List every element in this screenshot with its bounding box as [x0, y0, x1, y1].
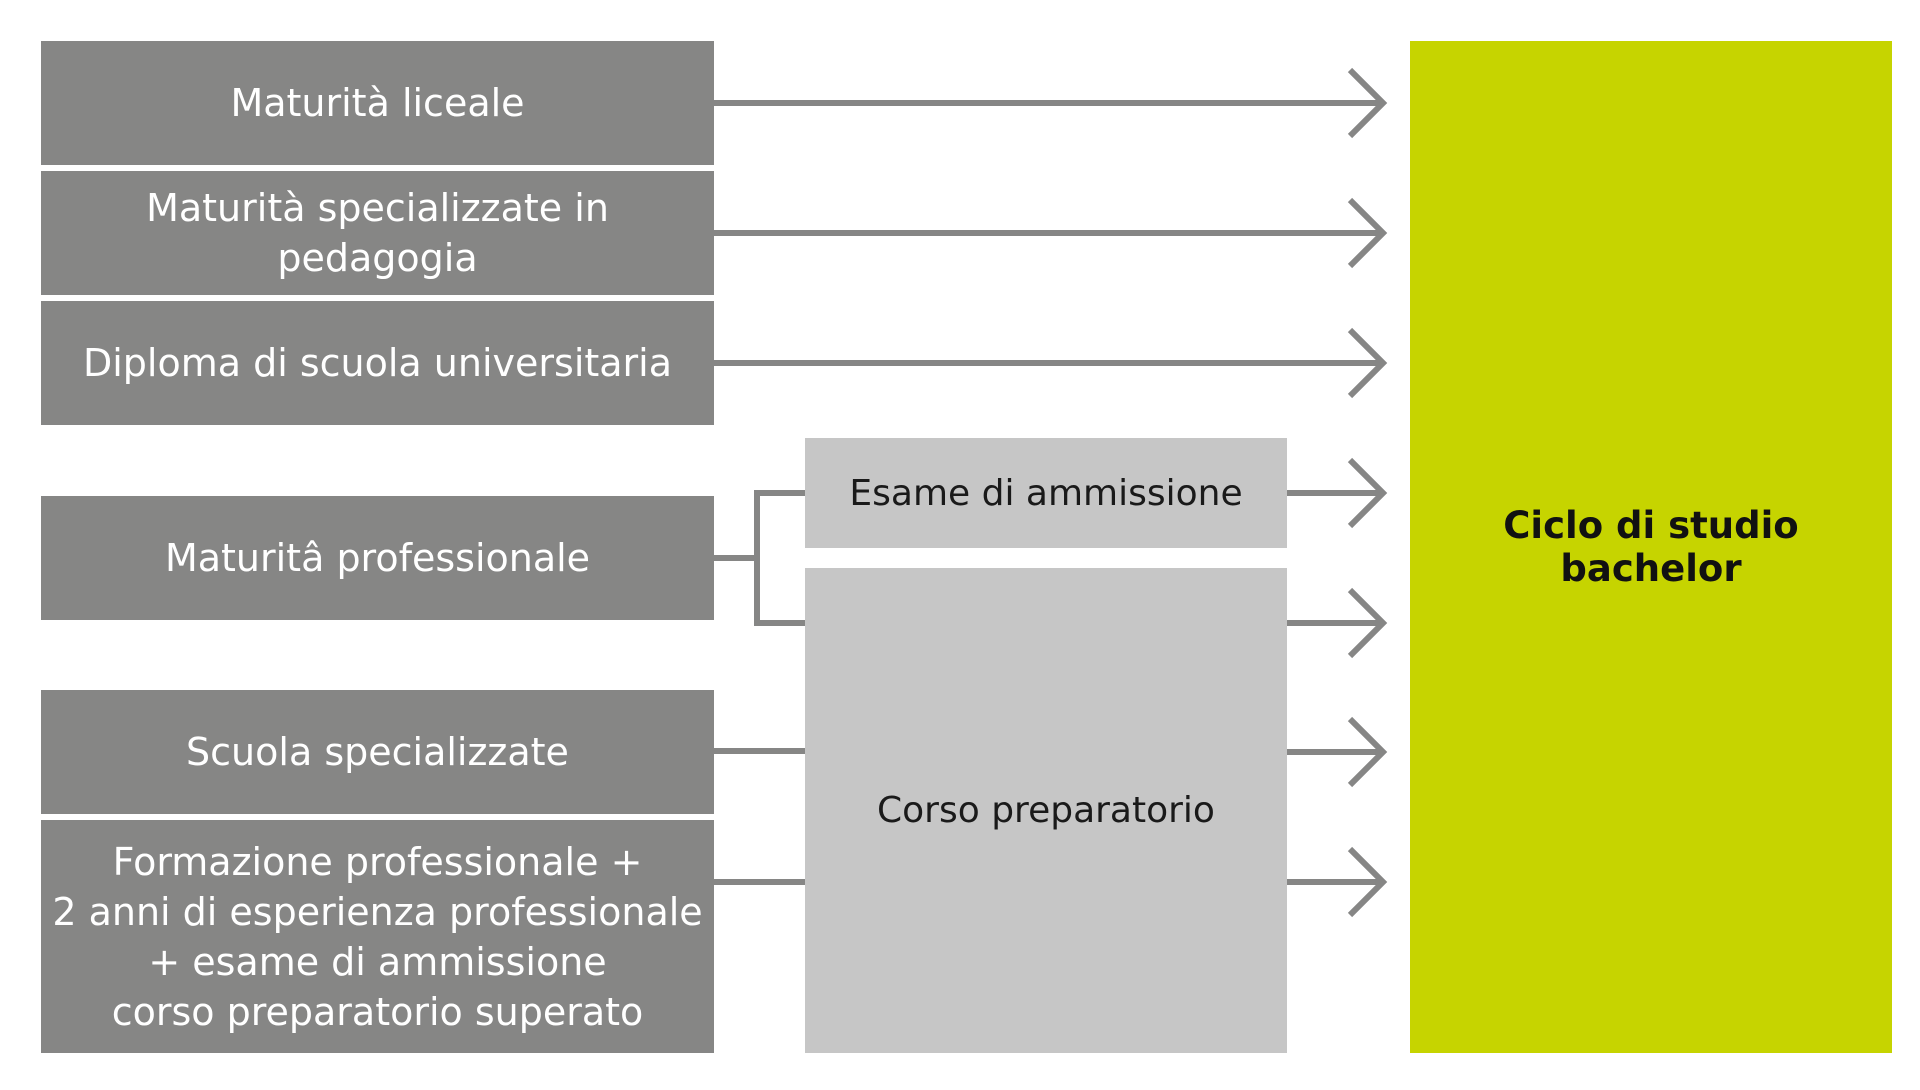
source-maturita-liceale: Maturità liceale	[41, 41, 714, 165]
target-ciclo-di-studio-bachelor: Ciclo di studio bachelor	[1410, 41, 1892, 1053]
target-label: Ciclo di studio bachelor	[1503, 504, 1799, 590]
formazione-line: + esame di ammissione	[148, 939, 607, 984]
source-scuola-specializzate-label: Scuola specializzate	[186, 730, 569, 774]
arrow-head-diploma	[1347, 327, 1388, 399]
arrow-head-maturita-liceale	[1347, 67, 1388, 139]
arrow-head-corso-1	[1347, 587, 1388, 659]
intermediate-esame-di-ammissione: Esame di ammissione	[805, 438, 1287, 548]
source-maturita-pedagogia: Maturità specializzate in pedagogia	[41, 171, 714, 295]
source-diploma-universitaria-label: Diploma di scuola universitaria	[82, 341, 673, 385]
arrow-head-esame	[1347, 457, 1388, 529]
bracket-branch	[754, 490, 805, 626]
formazione-line: Formazione professionale +	[112, 839, 643, 884]
arrow-head-corso-2	[1347, 716, 1388, 788]
source-scuola-specializzate: Scuola specializzate	[41, 690, 714, 814]
source-maturita-pedagogia-label: Maturità specializzate in pedagogia	[146, 186, 609, 280]
intermediate-corso-preparatorio: Corso preparatorio	[805, 568, 1287, 1053]
arrow-head-corso-3	[1347, 846, 1388, 918]
corso-label: Corso preparatorio	[877, 790, 1215, 831]
source-formazione-professionale: Formazione professionale + 2 anni di esp…	[41, 820, 714, 1053]
source-maturita-professionale: Maturitâ professionale	[41, 496, 714, 620]
formazione-line: 2 anni di esperienza professionale	[52, 889, 703, 934]
source-maturita-liceale-label: Maturità liceale	[230, 81, 525, 125]
esame-label: Esame di ammissione	[849, 472, 1243, 514]
source-diploma-universitaria: Diploma di scuola universitaria	[41, 301, 714, 425]
formazione-line: corso preparatorio superato	[111, 989, 644, 1034]
source-maturita-professionale-label: Maturitâ professionale	[164, 536, 591, 580]
arrow-head-maturita-pedagogia	[1347, 197, 1388, 269]
